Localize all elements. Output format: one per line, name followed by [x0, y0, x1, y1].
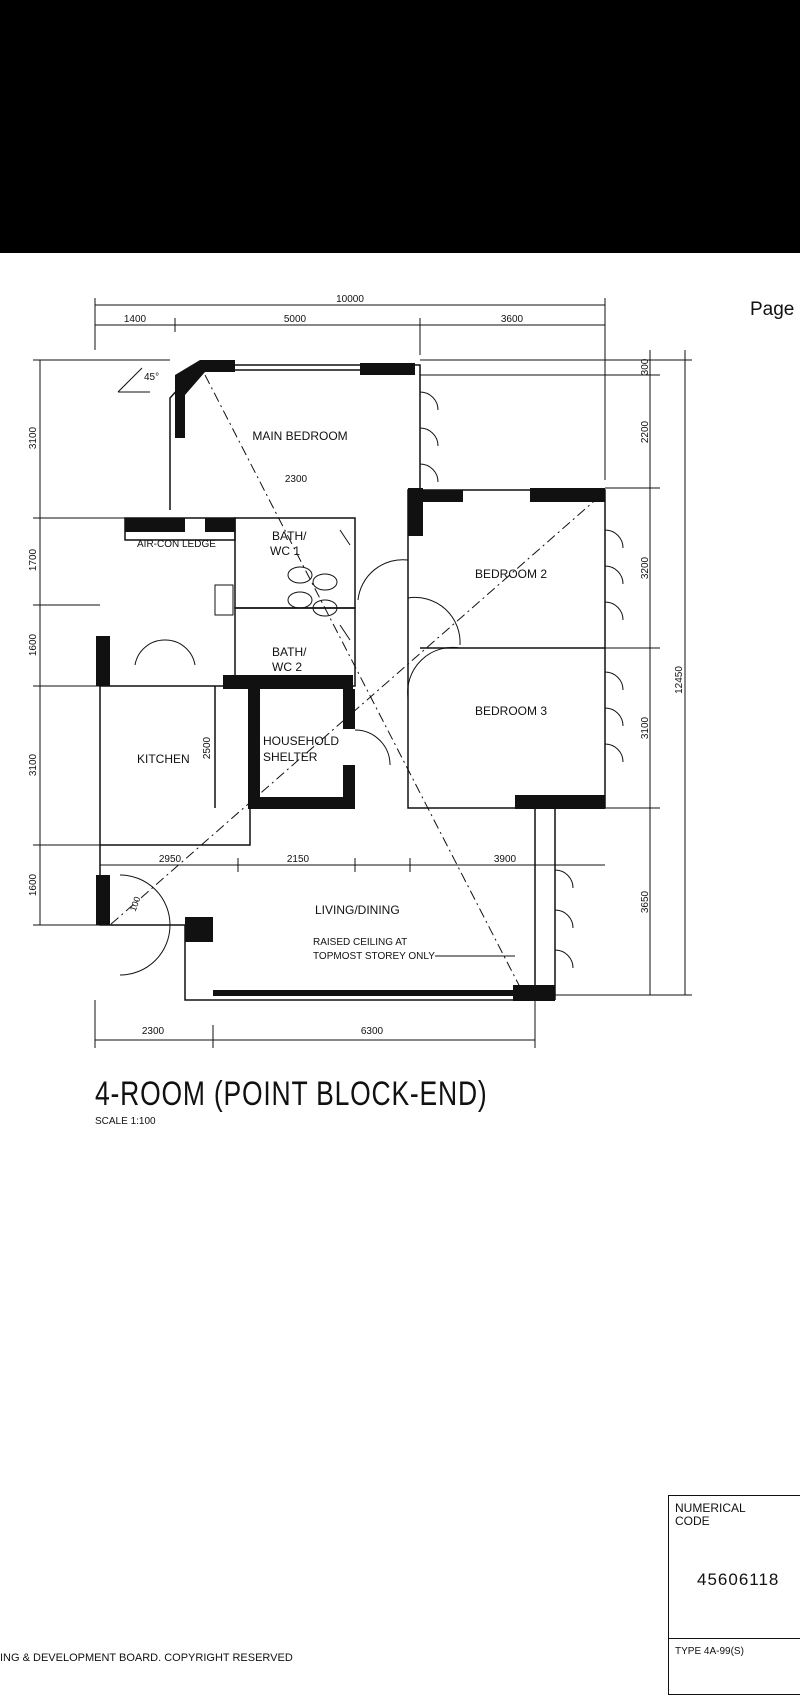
plan-title: 4-ROOM (POINT BLOCK-END): [95, 1075, 488, 1113]
dim-right-2: 2200: [640, 420, 651, 443]
dim-bottom-1: 2300: [142, 1026, 165, 1037]
room-main-bedroom: MAIN BEDROOM: [252, 429, 347, 443]
title-block-divider: [669, 1638, 800, 1639]
room-kitchen: KITCHEN: [137, 752, 190, 766]
room-bath-wc1-line1: BATH/: [272, 529, 307, 543]
copyright-footer: ING & DEVELOPMENT BOARD. COPYRIGHT RESER…: [0, 1652, 293, 1664]
top-black-bar: [0, 0, 800, 253]
dim-left-5: 1600: [28, 873, 39, 896]
dim-bottom-2: 6300: [361, 1026, 384, 1037]
dim-top-2: 5000: [284, 314, 307, 325]
room-shelter-line1: HOUSEHOLD: [263, 734, 339, 748]
dim-top-1: 1400: [124, 314, 147, 325]
dim-left-4: 3100: [28, 753, 39, 776]
numerical-code-label: NUMERICAL CODE: [675, 1501, 746, 1528]
dim-angle: 45°: [144, 372, 159, 383]
floor-plan: 10000 1400 5000 3600 3100 1700 1600 3100…: [28, 294, 692, 1048]
room-bath-wc2-line2: WC 2: [272, 660, 302, 674]
room-bedroom-3: BEDROOM 3: [475, 704, 547, 718]
room-aircon-ledge: AIR-CON LEDGE: [137, 539, 216, 550]
dim-top-total: 10000: [336, 294, 364, 305]
room-bath-wc1-line2: WC 1: [270, 544, 300, 558]
dim-right-5: 3650: [640, 890, 651, 913]
note-line1: RAISED CEILING AT: [313, 937, 407, 948]
dim-door-size: 100: [128, 895, 143, 913]
room-living-dining: LIVING/DINING: [315, 903, 400, 917]
dim-left-1: 3100: [28, 426, 39, 449]
type-label: TYPE 4A-99(S): [675, 1646, 744, 1657]
plan-scale: SCALE 1:100: [95, 1116, 156, 1127]
note-line2: TOPMOST STOREY ONLY: [313, 951, 435, 962]
dim-right-1: 300: [640, 358, 651, 375]
title-block: NUMERICAL CODE 45606118 TYPE 4A-99(S): [668, 1495, 800, 1695]
numerical-code-value: 45606118: [697, 1570, 780, 1589]
dim-right-4: 3100: [640, 716, 651, 739]
room-bedroom-2: BEDROOM 2: [475, 567, 547, 581]
dim-right-total: 12450: [674, 666, 685, 694]
dim-kitchen-width: 2950: [159, 854, 182, 865]
dim-top-3: 3600: [501, 314, 524, 325]
room-bath-wc2-line1: BATH/: [272, 645, 307, 659]
room-shelter-line2: SHELTER: [263, 750, 318, 764]
dim-bath-width: 2300: [285, 474, 308, 485]
dim-right-3: 3200: [640, 556, 651, 579]
page-label: Page: [750, 299, 795, 320]
dim-shelter-width: 2150: [287, 854, 310, 865]
dim-bedroom3-width: 3900: [494, 854, 517, 865]
dim-left-3: 1600: [28, 633, 39, 656]
dim-left-2: 1700: [28, 548, 39, 571]
dim-kitchen-height: 2500: [202, 736, 213, 759]
